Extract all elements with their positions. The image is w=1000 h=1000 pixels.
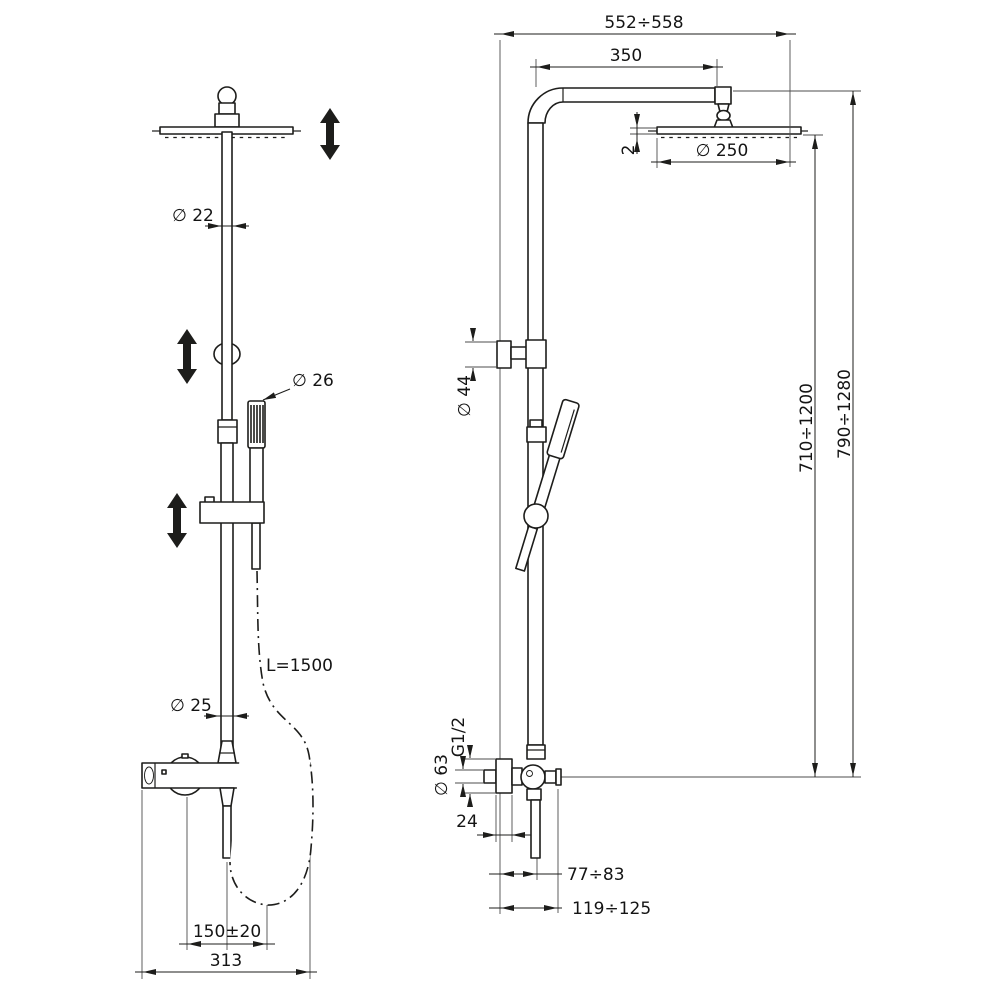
pipe-coupling-front (217, 419, 238, 444)
wall-bracket-flange (496, 340, 512, 369)
dim-label-bracket-diameter: ∅ 44 (455, 375, 475, 417)
dim-label-lower-pipe: ∅ 25 (170, 696, 212, 716)
wall-bracket-clamp (525, 339, 547, 369)
hand-shower-front (247, 400, 266, 570)
valve-body-side (520, 764, 546, 790)
head-nut (218, 102, 236, 115)
front-view (141, 86, 314, 906)
dim-label-height-overall: 790÷1280 (835, 369, 855, 459)
dim-label-inlet-thread: G1/2 (449, 717, 469, 758)
dim-label-reach: 552÷558 (604, 13, 683, 33)
adjustability-arrows (167, 108, 340, 548)
valve-outlet-wand (530, 799, 541, 859)
lower-riser-pipe-front (220, 442, 234, 766)
hand-shower-wand (251, 522, 261, 570)
arm-bend-pipe (527, 87, 716, 124)
side-view (483, 86, 808, 859)
shower-head-disc-side (656, 126, 802, 135)
dimension-labels: 552÷558 350 2 ∅ 250 710÷1200 790÷1280 ∅ … (170, 13, 855, 971)
up-down-arrow-upper (177, 329, 197, 384)
dim-label-inlet-spacing: 150±20 (193, 922, 261, 942)
mixer-outlet-taper (219, 787, 235, 807)
pipe-coupling-side (526, 426, 547, 443)
valve-handle-stub (544, 770, 557, 784)
slider-holder (199, 501, 265, 524)
up-down-arrow-holder (167, 493, 187, 548)
head-ball-side (716, 109, 731, 122)
mixer-left-cap (144, 766, 154, 785)
dim-label-projection: 119÷125 (572, 899, 651, 919)
dim-label-hose-length: L=1500 (266, 656, 333, 676)
inlet-nipple (483, 769, 497, 784)
up-down-arrow-head (320, 108, 340, 160)
dim-label-head-diameter: ∅ 250 (696, 141, 749, 161)
head-collar (214, 113, 240, 128)
hand-shower-handle (249, 447, 264, 506)
hand-shower-side (515, 398, 580, 572)
dim-label-upper-pipe: ∅ 22 (172, 206, 214, 226)
shower-hose (229, 570, 314, 906)
arm-elbow (714, 86, 732, 105)
upper-riser-pipe-front (221, 131, 233, 421)
dim-label-hand-shower: ∅ 26 (292, 371, 334, 391)
left-knob-notch (181, 753, 189, 759)
dimension-arrows (143, 31, 856, 975)
slider-ball-side (523, 503, 549, 529)
escutcheon-flange (495, 758, 513, 794)
hand-shower-head-side (546, 398, 580, 460)
hand-shower-leader (262, 388, 291, 401)
mixer-inlet-taper (217, 740, 237, 764)
valve-outlet (526, 788, 542, 801)
dim-label-head-thickness: 2 (619, 145, 639, 156)
valve-detail (526, 770, 533, 777)
dim-label-outlet-offset: 77÷83 (567, 865, 625, 885)
dim-label-height-to-head: 710÷1200 (797, 383, 817, 473)
valve-handle-cap (555, 768, 562, 786)
mixer-outlet-wand (222, 805, 232, 859)
coupling-lip-side (529, 419, 543, 428)
dim-label-escutcheon-depth: 24 (456, 812, 478, 832)
dim-label-arm: 350 (610, 46, 642, 66)
dim-label-overall-width: 313 (210, 951, 242, 971)
valve-top-collar (526, 744, 546, 760)
dim-label-escutcheon-diameter: ∅ 63 (432, 754, 452, 796)
